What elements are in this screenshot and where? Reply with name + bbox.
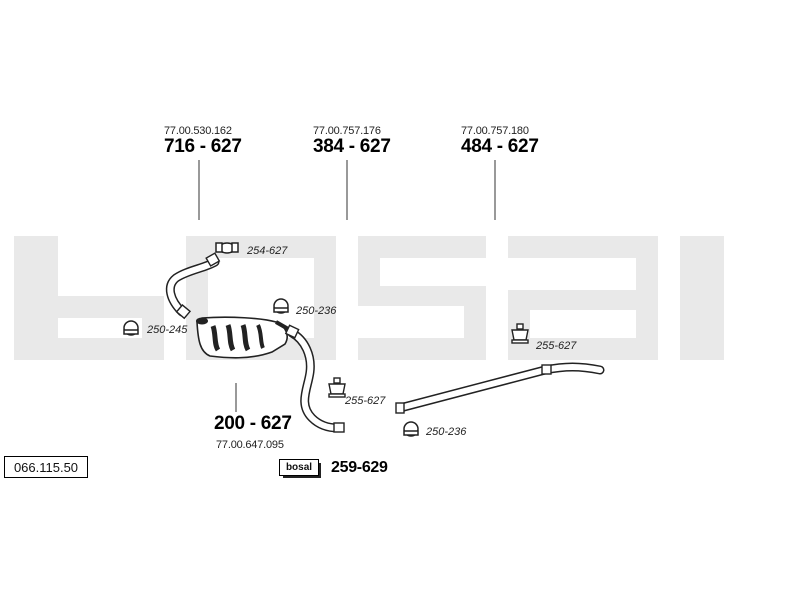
part-number: 200 - 627	[214, 413, 292, 434]
oem-number: 77.00.647.095	[216, 439, 284, 451]
clamp-icon-bottom	[403, 421, 419, 437]
oem-number: 77.00.757.176	[313, 125, 381, 137]
fitting-label: 254-627	[247, 245, 288, 257]
fitting-label: 250-236	[296, 305, 337, 317]
middle-muffler	[196, 316, 291, 359]
oem-number: 77.00.530.162	[164, 125, 232, 137]
bosal-logo: bosal	[279, 459, 319, 476]
front-pipe	[165, 252, 221, 320]
clamp-icon-mid	[273, 298, 289, 314]
fitting-label: 250-236	[426, 426, 467, 438]
intermediate-pipe	[284, 324, 345, 433]
mount-icon-mid	[328, 377, 346, 398]
clamp-icon-left	[123, 320, 139, 336]
part-number: 716 - 627	[164, 136, 242, 157]
oem-number: 77.00.757.180	[461, 125, 529, 137]
clamp-icon-top	[215, 242, 239, 254]
reference-number-box: 066.115.50	[4, 456, 88, 478]
part-number: 259-629	[331, 459, 388, 476]
tail-pipe	[395, 362, 605, 414]
mount-icon-right	[511, 323, 529, 344]
fitting-label: 255-627	[536, 340, 577, 352]
fitting-label: 250-245	[147, 324, 188, 336]
part-number: 484 - 627	[461, 136, 539, 157]
fitting-kit-box: bosal	[279, 459, 323, 479]
part-number: 384 - 627	[313, 136, 391, 157]
fitting-label: 255-627	[345, 395, 386, 407]
